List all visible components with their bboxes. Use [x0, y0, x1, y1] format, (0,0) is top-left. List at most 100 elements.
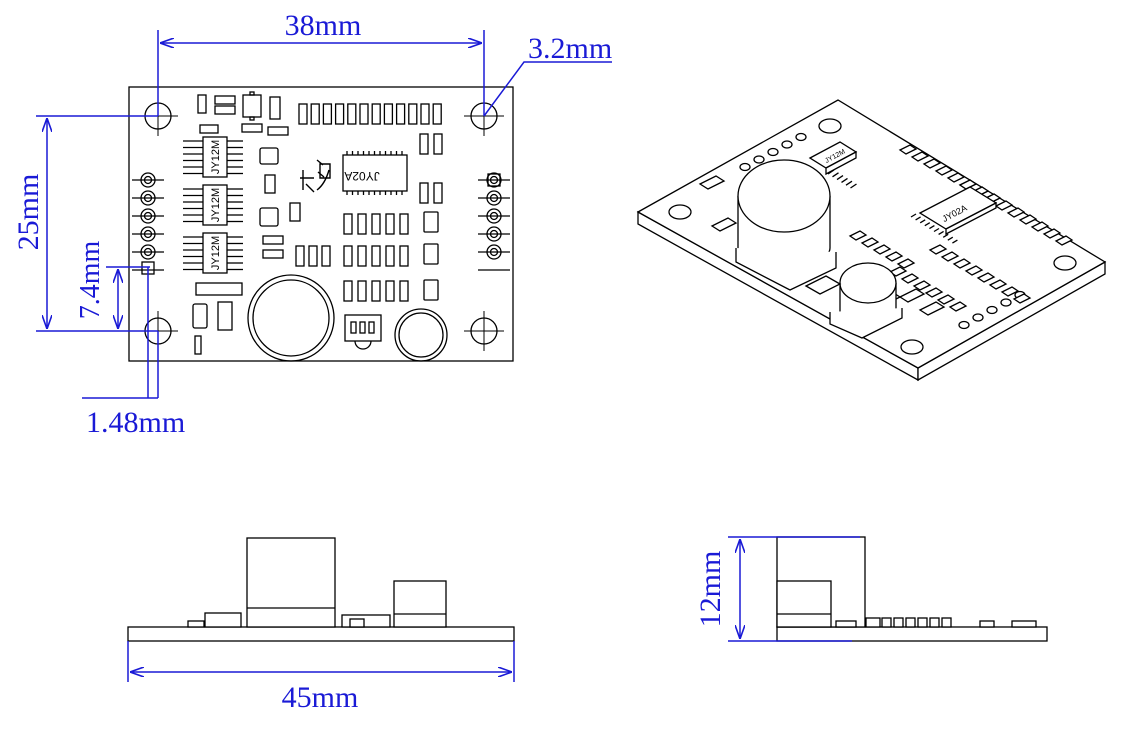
resistor-iso [940, 251, 960, 262]
resistor-grid [385, 245, 395, 267]
pcb-top-face-iso [636, 99, 1107, 369]
part-iso [698, 175, 726, 190]
pin-pad-iso [767, 147, 779, 157]
component-side [979, 620, 995, 628]
driver-pin-iso [841, 177, 848, 183]
driver-marking: JY12M [210, 236, 222, 270]
pin-pad-iso [958, 320, 970, 330]
pin-header-right [478, 172, 510, 271]
driver-pin-iso [836, 175, 844, 181]
small-capacitor-side [776, 580, 832, 628]
part-iso [898, 288, 926, 303]
dim-height-label: 25mm [12, 174, 45, 251]
small-capacitor-top [394, 308, 448, 362]
driver-chip-jy12m [202, 184, 228, 226]
resistor-iso [936, 294, 956, 305]
transistor-top [344, 314, 382, 342]
pin-pad-right [486, 244, 502, 260]
resistor-iso [952, 258, 972, 269]
resistor-grid [399, 245, 409, 267]
resistor-grid [357, 280, 367, 302]
component-side [941, 617, 952, 628]
pin-pad-iso [972, 313, 984, 322]
dimensions-front [127, 641, 515, 682]
resistor-grid [371, 280, 381, 302]
resistor-iso [958, 179, 978, 190]
pin-pad-iso [1000, 298, 1012, 307]
component-side [917, 617, 928, 628]
resistor-iso [1000, 286, 1020, 297]
large-capacitor-top [247, 274, 335, 362]
resistor-iso [1042, 228, 1062, 239]
pin-hole-left [143, 211, 153, 221]
resistor-grid [343, 213, 353, 235]
resistor-iso [860, 237, 880, 248]
resistor-grid [357, 213, 367, 235]
pcb-edge-front [127, 626, 515, 642]
pin-pad-left [140, 172, 156, 188]
resistor-top-row [432, 103, 442, 125]
small-capacitor-front [393, 580, 447, 628]
driver-marking: JY12M [210, 188, 222, 222]
resistor-iso [924, 287, 944, 298]
resistor-top-row [334, 103, 345, 125]
pin-hole-right [489, 247, 499, 257]
pin-hole-right [489, 175, 499, 185]
resistor-grid [295, 245, 305, 267]
resistor-iso [1006, 207, 1026, 218]
resistor-top-row [420, 103, 430, 125]
resistor-grid [385, 280, 395, 302]
resistor-iso [946, 172, 966, 183]
resistor-iso [900, 273, 920, 284]
resistor-iso [976, 272, 996, 283]
part-iso [918, 301, 946, 316]
pin-pad-iso [739, 162, 751, 172]
ic-pin-iso [942, 233, 949, 238]
resistor-top-row [347, 103, 357, 125]
resistor-top-row [310, 103, 320, 125]
pin-hole-right [489, 193, 499, 203]
pin-pad-right [486, 226, 502, 242]
pin-hole-left [143, 175, 153, 185]
pin-hole-left [143, 247, 153, 257]
pin-pad-right [486, 172, 502, 188]
dim-pin-pitch-label: 1.48mm [86, 406, 185, 439]
resistor-iso [922, 158, 942, 169]
resistor-iso [912, 280, 932, 291]
pin-pad-iso [753, 155, 765, 164]
resistor-iso [994, 200, 1014, 211]
pcb-outline-top [128, 86, 514, 362]
dim-hole-spacing-label: 38mm [285, 9, 362, 42]
pin-pad-right [486, 208, 502, 224]
ic-marking-top: JY02A [344, 169, 379, 183]
resistor-iso [964, 265, 984, 276]
component-side [881, 617, 892, 628]
ic-pin-iso [919, 219, 926, 224]
resistor-grid [308, 245, 318, 267]
ic-pin-iso [952, 239, 958, 244]
component-side [865, 617, 881, 628]
resistor-grid [399, 280, 409, 302]
driver-pin-iso [850, 183, 857, 189]
brand-mark [300, 159, 331, 193]
resistor-grid [385, 213, 395, 235]
component-side [905, 617, 916, 628]
pin-pad-left [140, 208, 156, 224]
pin-pad-iso [986, 305, 998, 315]
resistor-iso [898, 144, 918, 155]
pin-pad-left [140, 226, 156, 242]
resistor-top-row [408, 103, 418, 125]
component-side [835, 620, 857, 628]
resistor-grid [357, 245, 367, 267]
resistor-iso [948, 301, 968, 312]
component-side [893, 617, 904, 628]
resistor-iso [896, 258, 916, 269]
resistor-top-row [359, 103, 369, 125]
resistor-iso [910, 151, 930, 162]
resistor-iso [1012, 293, 1032, 304]
resistor-iso [928, 244, 948, 255]
resistor-top-row [395, 103, 406, 125]
